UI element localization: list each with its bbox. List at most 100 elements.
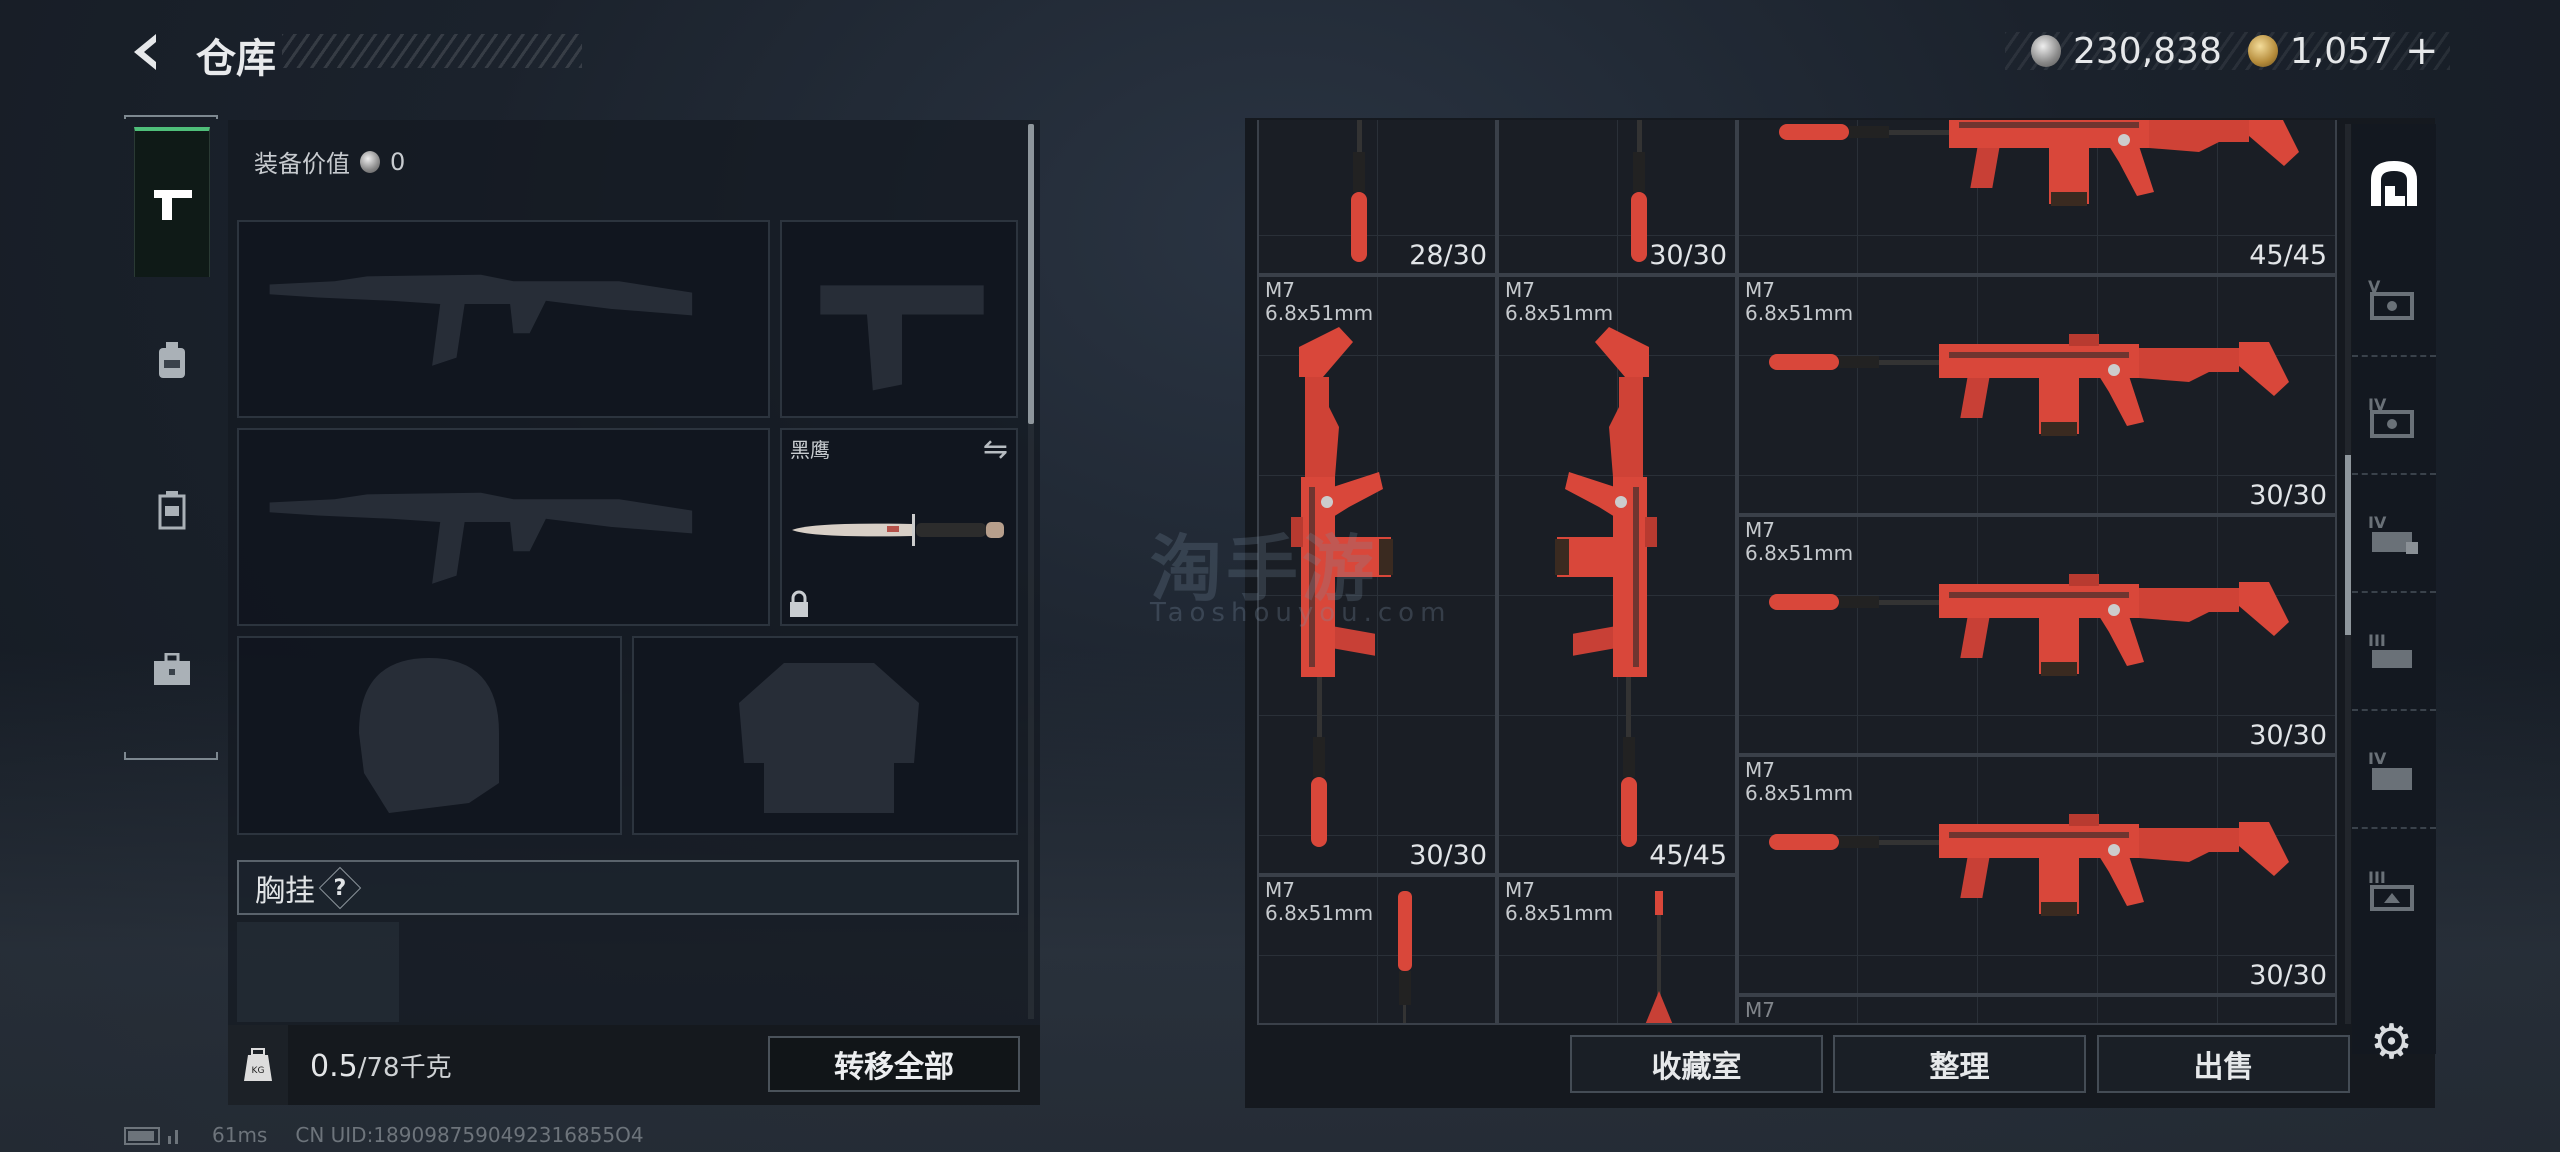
stash-grid[interactable]: 28/30 30/30 45/45 M7 6.8x51mm 30/30 M7 6… [1257,120,2337,1025]
stash-item[interactable]: M7 6.8x51mm 30/30 [1257,275,1497,875]
equipment-category-rail [124,115,218,760]
chevron-left-icon [134,34,156,70]
stash-item[interactable]: M7 6.8x51mm [1497,875,1737,1025]
rifle-image [1769,312,2309,472]
rifle-image [1779,120,2319,242]
watermark-url: Taoshouyou.com [1150,598,1452,628]
storage-box-icon: IV [2368,749,2412,790]
stash-item[interactable]: M7 6.8x51mm 30/30 [1737,515,2337,755]
stash-category-rail: V IV IV III IV III [2352,124,2436,1054]
chest-rig-slot[interactable] [237,922,399,1022]
ammo-count: 45/45 [1649,840,1727,871]
tier-label: IV [2368,395,2387,414]
lock-icon[interactable] [788,590,810,618]
stash-tab-2[interactable]: IV [2352,360,2436,475]
add-gold-button[interactable]: + [2404,28,2439,74]
chest-rig-label: 胸挂 [255,873,315,909]
currency-bar: 230,838 1,057 + [2005,28,2450,74]
helmet-silhouette-icon [359,658,499,813]
safe-case-icon: IV [2368,395,2414,438]
weight-max: /78千克 [357,1052,452,1083]
item-name: M7 6.8x51mm [1505,878,1614,925]
tier-label: IV [2368,513,2387,532]
title-hatch [282,34,582,68]
stash-tab-main[interactable] [2352,124,2436,242]
knife-name: 黑鹰 [790,438,830,462]
ping: 61ms [212,1123,268,1147]
equipment-value-label: 装备价值 [254,150,350,178]
rifle-silhouette-icon [269,252,709,382]
armor-slot[interactable] [632,636,1018,835]
swap-icon[interactable]: ⇋ [982,432,1008,467]
battery-signal-icon [124,1127,178,1145]
settings-gear-icon[interactable]: ⚙ [2370,1014,2414,1070]
gold-amount: 1,057 [2289,30,2393,72]
tab-chest-rig[interactable] [134,445,210,575]
weight-icon: KG [228,1025,288,1105]
equipment-value: 装备价值 0 [254,144,405,179]
rifle-image [1769,792,2309,952]
item-name: M7 [1745,998,1775,1022]
stash-tab-3[interactable]: IV [2352,478,2436,593]
help-button[interactable]: ? [318,866,362,909]
stash-item[interactable]: M7 6.8x51mm [1257,875,1497,1025]
melee-slot[interactable]: 黑鹰 ⇋ [780,428,1018,626]
back-button[interactable] [126,30,170,74]
stash-item[interactable]: M7 6.8x51mm 30/30 [1737,275,2337,515]
loadout-footer: KG 0.5/78千克 转移全部 [228,1025,1040,1105]
organize-button[interactable]: 整理 [1833,1035,2086,1093]
ammo-count: 30/30 [1409,840,1487,871]
tier-label: III [2368,631,2386,650]
primary-weapon-slot-1[interactable] [237,220,770,418]
sell-button[interactable]: 出售 [2097,1035,2350,1093]
help-icon: ? [333,874,347,900]
item-name: M7 6.8x51mm [1265,878,1374,925]
loadout-scroll-track[interactable] [1028,124,1034,1019]
ammo-box-icon: III [2368,868,2414,911]
ammo-count: 30/30 [1649,240,1727,271]
rifle-image [1519,307,1679,847]
stash-tab-5[interactable]: IV [2352,714,2436,829]
stash-tab-1[interactable]: V [2352,242,2436,357]
pistol-slot[interactable] [780,220,1018,418]
stash-item[interactable]: 28/30 [1257,120,1497,275]
stash-item[interactable]: 30/30 [1497,120,1737,275]
backpack-icon [159,342,185,378]
tab-backpack[interactable] [134,295,210,425]
pistol-silhouette-icon [802,262,1002,402]
rifle-silhouette-icon [269,470,709,600]
page-title: 仓库 [196,36,276,82]
tab-case[interactable] [134,605,210,735]
item-name: M7 6.8x51mm [1505,278,1614,325]
transfer-all-button[interactable]: 转移全部 [768,1036,1020,1092]
tier-label: V [2368,277,2381,296]
stash-item[interactable]: M7 6.8x51mm 30/30 [1737,755,2337,995]
equipment-value-amount: 0 [390,147,406,176]
collection-room-button[interactable]: 收藏室 [1570,1035,1823,1093]
rifle-image [1769,552,2309,712]
helmet-slot[interactable] [237,636,622,835]
weight-icon-label: KG [252,1066,265,1076]
safe-case-icon: V [2368,277,2414,320]
weight-current: 0.5 [310,1048,358,1084]
stash-tab-6[interactable]: III [2352,832,2436,947]
item-name: M7 6.8x51mm [1265,278,1374,325]
ammo-count: 30/30 [2249,480,2327,511]
primary-weapon-slot-2[interactable] [237,428,770,626]
stash-item[interactable]: 45/45 [1737,120,2337,275]
tier-label: IV [2368,749,2387,768]
stash-scrollbar[interactable] [2345,455,2351,635]
ammo-count: 28/30 [1409,240,1487,271]
rail-bottom-border [124,752,218,760]
rifle-barrel-image [1645,891,1673,1023]
stash-item[interactable]: M7 [1737,995,2337,1025]
stash-item[interactable]: M7 6.8x51mm 45/45 [1497,275,1737,875]
rail-top-border [124,115,218,119]
loadout-scrollbar[interactable] [1028,124,1034,424]
stash-home-icon [2371,161,2417,206]
silver-coin-icon [360,150,380,173]
tool-crate-icon: III [2368,631,2412,668]
stash-tab-4[interactable]: III [2352,596,2436,711]
tab-weapons[interactable] [134,127,210,277]
pistol-icon [154,190,192,220]
